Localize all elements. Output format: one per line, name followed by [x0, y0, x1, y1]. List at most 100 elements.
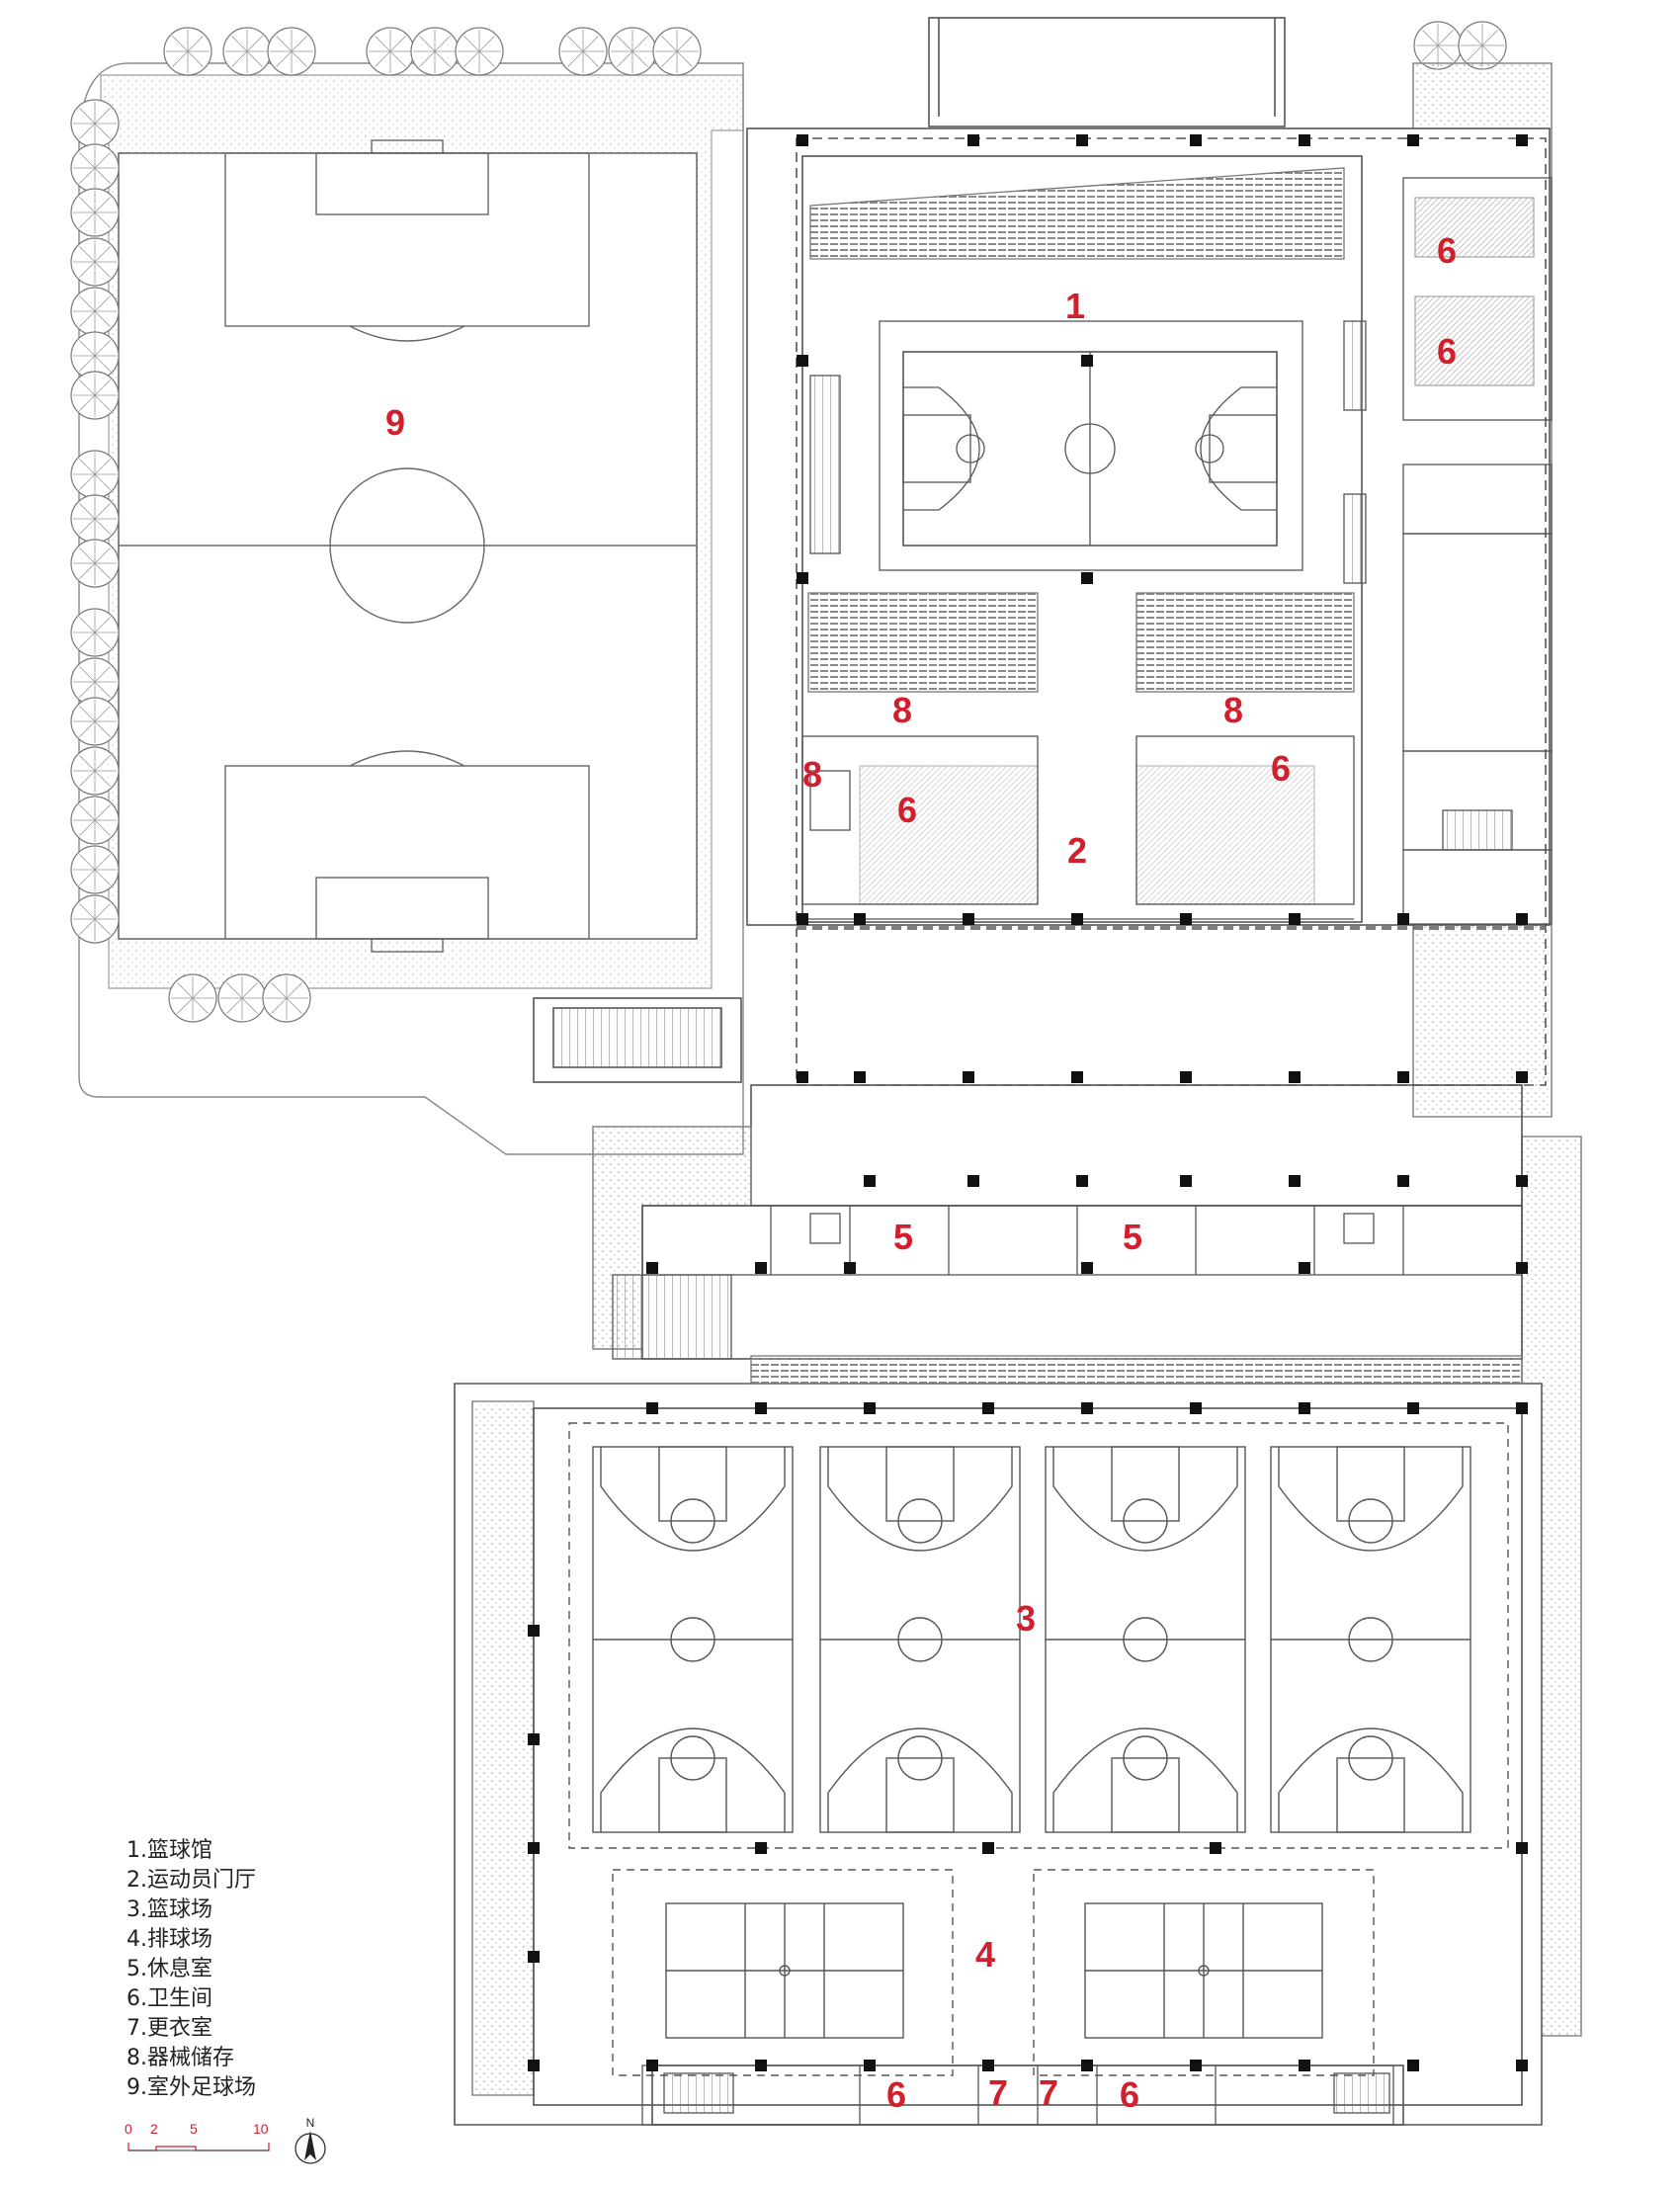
column — [1516, 1402, 1528, 1414]
column — [528, 1733, 540, 1745]
column — [1299, 1402, 1310, 1414]
scale-tick-label: 0 — [125, 2121, 132, 2137]
column — [982, 1402, 994, 1414]
column — [967, 134, 979, 146]
column — [1299, 134, 1310, 146]
tree-icon — [267, 27, 316, 76]
building-outline — [454, 17, 1582, 2126]
column — [864, 1402, 876, 1414]
column — [982, 2060, 994, 2071]
column — [1076, 134, 1088, 146]
scale-tick-label: 5 — [190, 2121, 198, 2137]
column — [864, 2060, 876, 2071]
legend-item: 1.篮球馆 — [126, 1838, 212, 1863]
column — [1516, 1842, 1528, 1854]
tree-icon — [70, 188, 120, 237]
room-labels: 1 2 3 4 5 5 6 6 6 6 6 6 7 7 8 8 8 9 — [385, 230, 1457, 2115]
trees — [70, 21, 1507, 1023]
column — [646, 1402, 658, 1414]
legend-item: 7.更衣室 — [126, 2016, 212, 2041]
scale-bar: 0 2 5 10 — [121, 2121, 279, 2160]
legend-item: 6.卫生间 — [126, 1986, 212, 2011]
column — [1516, 2060, 1528, 2071]
column — [646, 2060, 658, 2071]
column — [864, 1175, 876, 1187]
tree-icon — [558, 27, 608, 76]
tree-icon — [70, 894, 120, 944]
tree-icon — [222, 27, 272, 76]
column — [1180, 1071, 1192, 1083]
column — [1397, 913, 1409, 925]
label-1: 1 — [1065, 286, 1085, 326]
scale-tick-label: 2 — [150, 2121, 158, 2137]
column — [1397, 1175, 1409, 1187]
label-6f: 6 — [1120, 2074, 1139, 2115]
column — [755, 2060, 767, 2071]
north-arrow-icon: N — [294, 2116, 326, 2164]
legend-item: 2.运动员门厅 — [126, 1868, 256, 1893]
court-area-boundary — [568, 1422, 1509, 1849]
legend: 1.篮球馆 2.运动员门厅 3.篮球场 4.排球场 5.休息室 6.卫生间 7.… — [126, 1836, 256, 2103]
column — [963, 913, 974, 925]
column — [1081, 572, 1093, 584]
column — [1407, 1402, 1419, 1414]
basketball-court — [1270, 1446, 1471, 1833]
label-3: 3 — [1016, 1598, 1036, 1639]
tree-icon — [410, 27, 460, 76]
tree-icon — [70, 657, 120, 707]
column — [1081, 1402, 1093, 1414]
column — [1516, 1262, 1528, 1274]
legend-item: 3.篮球场 — [126, 1897, 212, 1922]
column — [1289, 1071, 1301, 1083]
structural-columns — [528, 134, 1528, 2071]
tree-icon — [652, 27, 702, 76]
column — [854, 913, 866, 925]
legend-item: 9.室外足球场 — [126, 2075, 256, 2100]
tree-icon — [262, 973, 311, 1023]
column — [1190, 134, 1202, 146]
tree-icon — [70, 608, 120, 657]
tree-icon — [70, 746, 120, 796]
column — [844, 1262, 856, 1274]
label-2: 2 — [1067, 830, 1087, 871]
label-8a: 8 — [892, 690, 912, 730]
tree-icon — [163, 27, 212, 76]
column — [528, 1842, 540, 1854]
basketball-court — [819, 1446, 1021, 1833]
label-5b: 5 — [1123, 1217, 1142, 1257]
column — [1407, 134, 1419, 146]
column — [1190, 1402, 1202, 1414]
basketball-arena — [807, 167, 1367, 693]
label-4: 4 — [975, 1934, 995, 1975]
label-9: 9 — [385, 402, 405, 443]
column — [1299, 1262, 1310, 1274]
column — [854, 1071, 866, 1083]
outdoor-football-field — [78, 62, 744, 1155]
column — [1516, 134, 1528, 146]
label-7b: 7 — [1039, 2072, 1058, 2113]
athlete-lobby-area — [801, 735, 1355, 920]
column — [1289, 1175, 1301, 1187]
tree-icon — [70, 237, 120, 287]
label-7a: 7 — [988, 2072, 1008, 2113]
tree-icon — [168, 973, 217, 1023]
column — [1299, 2060, 1310, 2071]
basketball-court — [592, 1446, 794, 1833]
column — [797, 134, 808, 146]
label-8b: 8 — [1223, 690, 1243, 730]
column — [982, 1842, 994, 1854]
column — [1516, 1175, 1528, 1187]
label-6d: 6 — [1271, 748, 1291, 789]
legend-item: 5.休息室 — [126, 1957, 212, 1981]
tree-icon — [70, 450, 120, 499]
column — [1081, 1262, 1093, 1274]
legend-item: 4.排球场 — [126, 1927, 212, 1952]
north-letter: N — [306, 2116, 315, 2130]
north-arrow: N — [293, 2115, 328, 2170]
column — [755, 1842, 767, 1854]
column — [1071, 913, 1083, 925]
column — [755, 1262, 767, 1274]
column — [1180, 913, 1192, 925]
column — [528, 1625, 540, 1637]
